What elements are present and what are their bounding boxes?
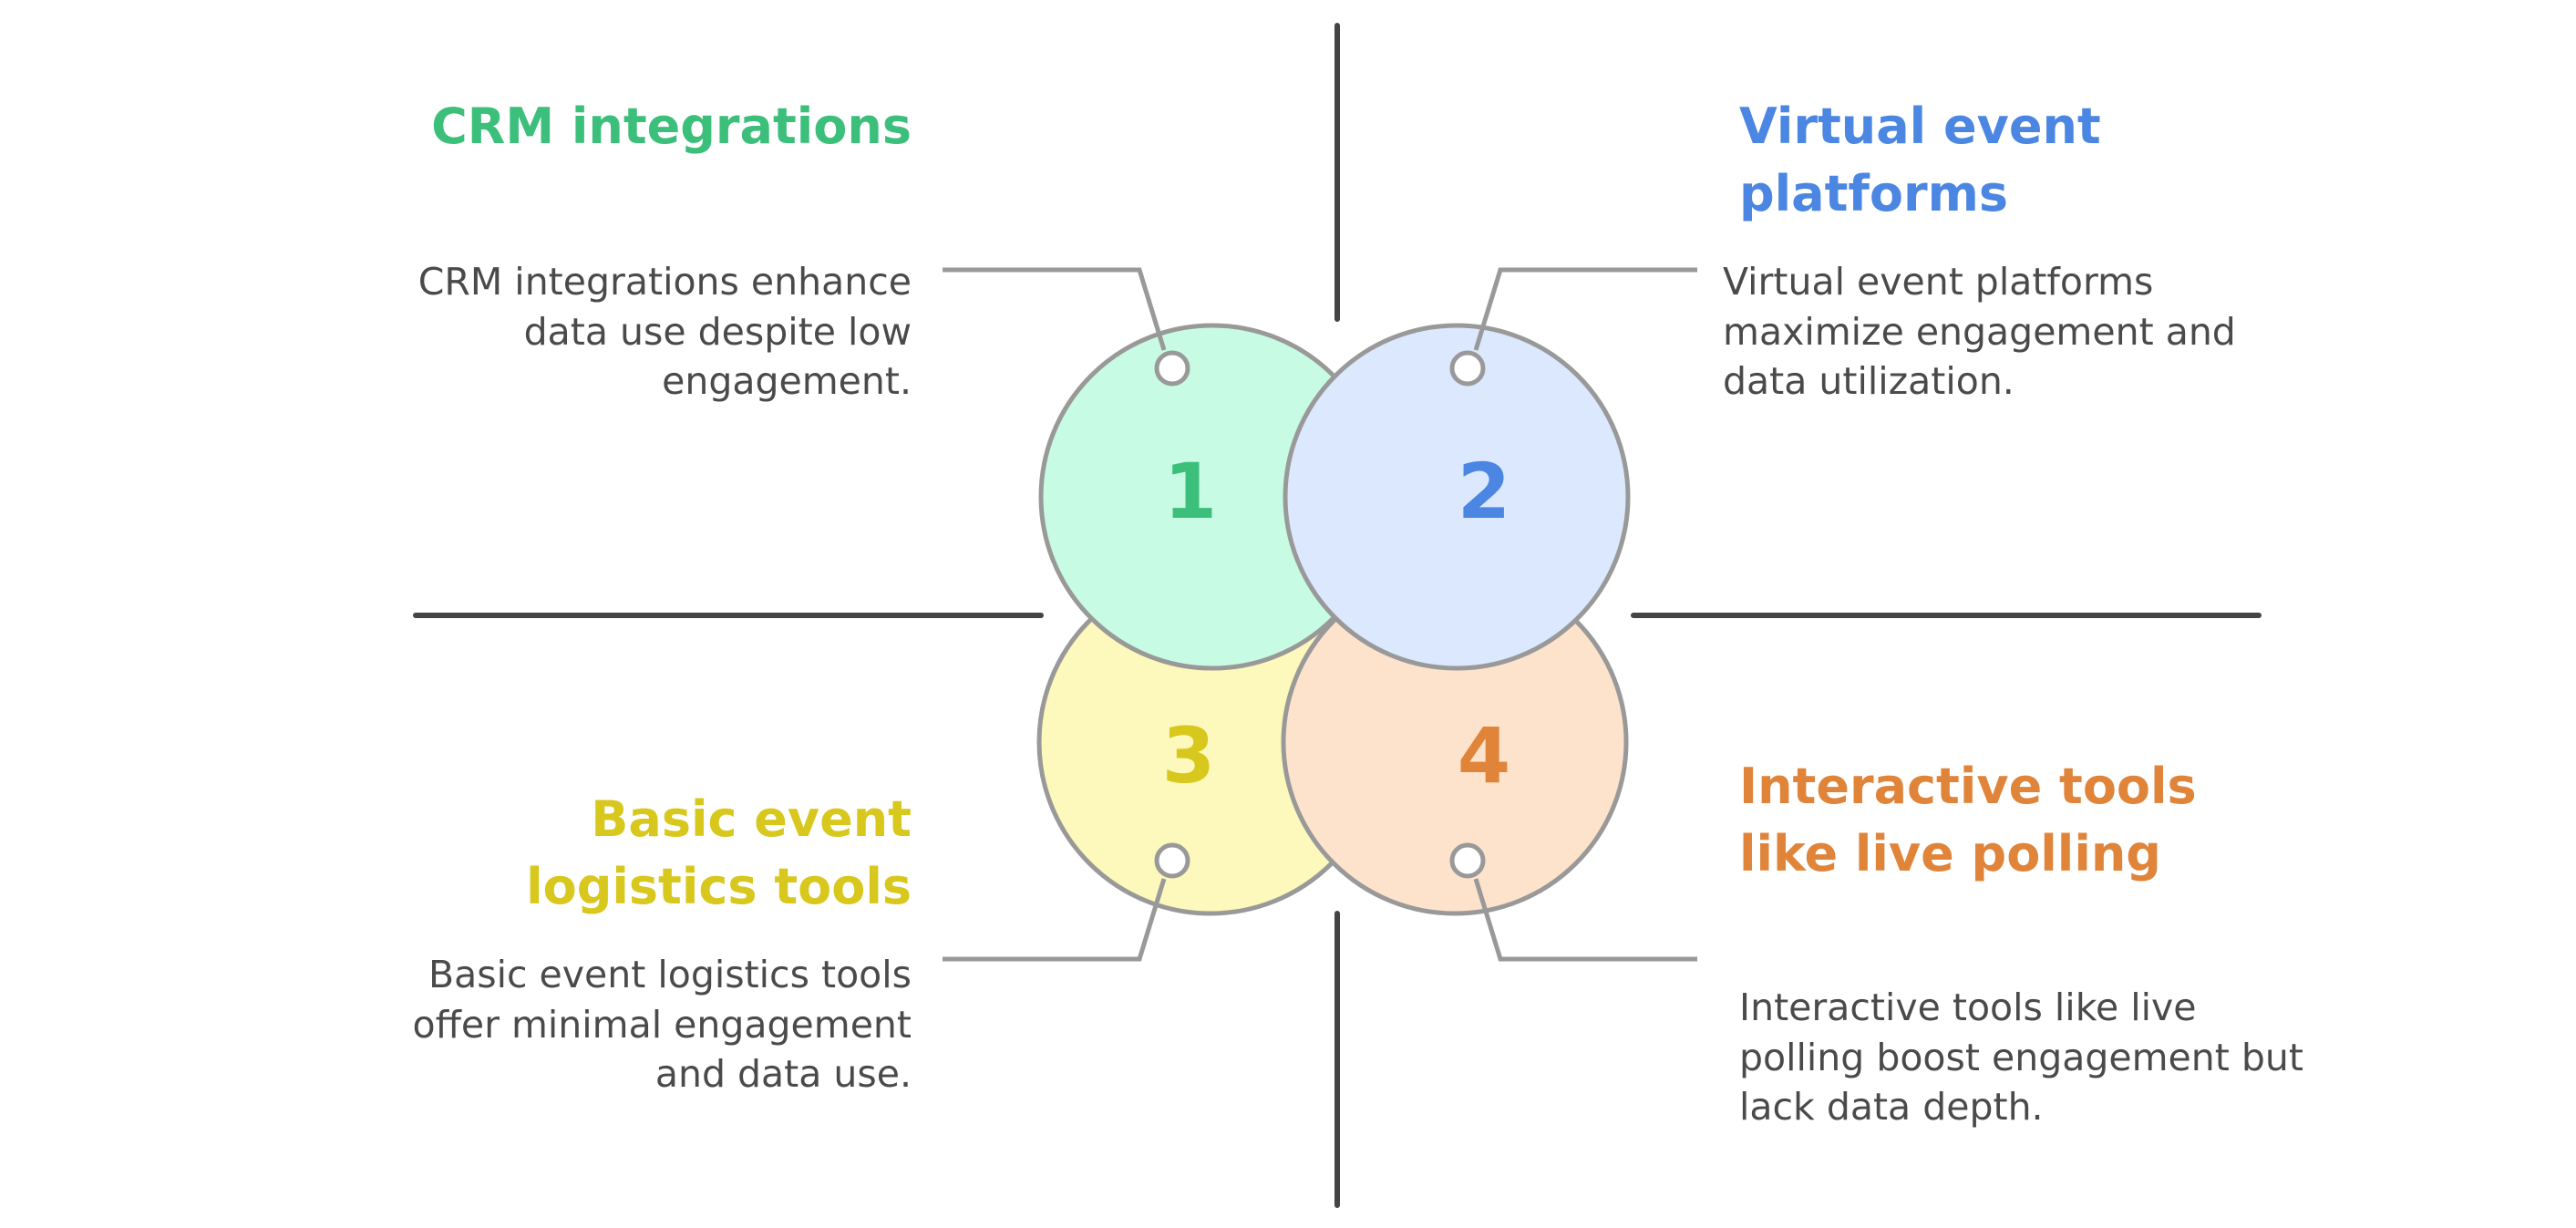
connector-dot-1 xyxy=(1154,350,1190,387)
quadrant-3-title: Basic event logistics tools xyxy=(526,790,912,915)
quadrant-1-title: CRM integrations xyxy=(431,98,912,155)
circle-number-4: 4 xyxy=(1458,711,1510,800)
circle-2 xyxy=(1283,323,1631,671)
connector-dot-3 xyxy=(1154,842,1190,879)
circle-number-2: 2 xyxy=(1458,447,1510,536)
quadrant-4-title: Interactive tools like live polling xyxy=(1739,758,2197,882)
connector-dot-4 xyxy=(1449,842,1486,879)
connector-3 xyxy=(943,878,1167,962)
circle-number-3: 3 xyxy=(1162,711,1215,800)
quadrant-2-title: Virtual event platforms xyxy=(1739,98,2101,222)
quadrant-1-description: CRM integrations enhance data use despit… xyxy=(417,260,912,403)
circle-number-1: 1 xyxy=(1164,447,1217,536)
connector-1 xyxy=(943,267,1167,351)
connector-2 xyxy=(1473,267,1697,351)
connector-dot-2 xyxy=(1449,350,1486,387)
quadrant-2-description: Virtual event platforms maximize engagem… xyxy=(1723,260,2236,403)
quadrant-4-description: Interactive tools like live polling boos… xyxy=(1739,985,2303,1129)
connector-4 xyxy=(1473,878,1697,962)
quadrant-3-description: Basic event logistics tools offer minima… xyxy=(412,953,912,1096)
